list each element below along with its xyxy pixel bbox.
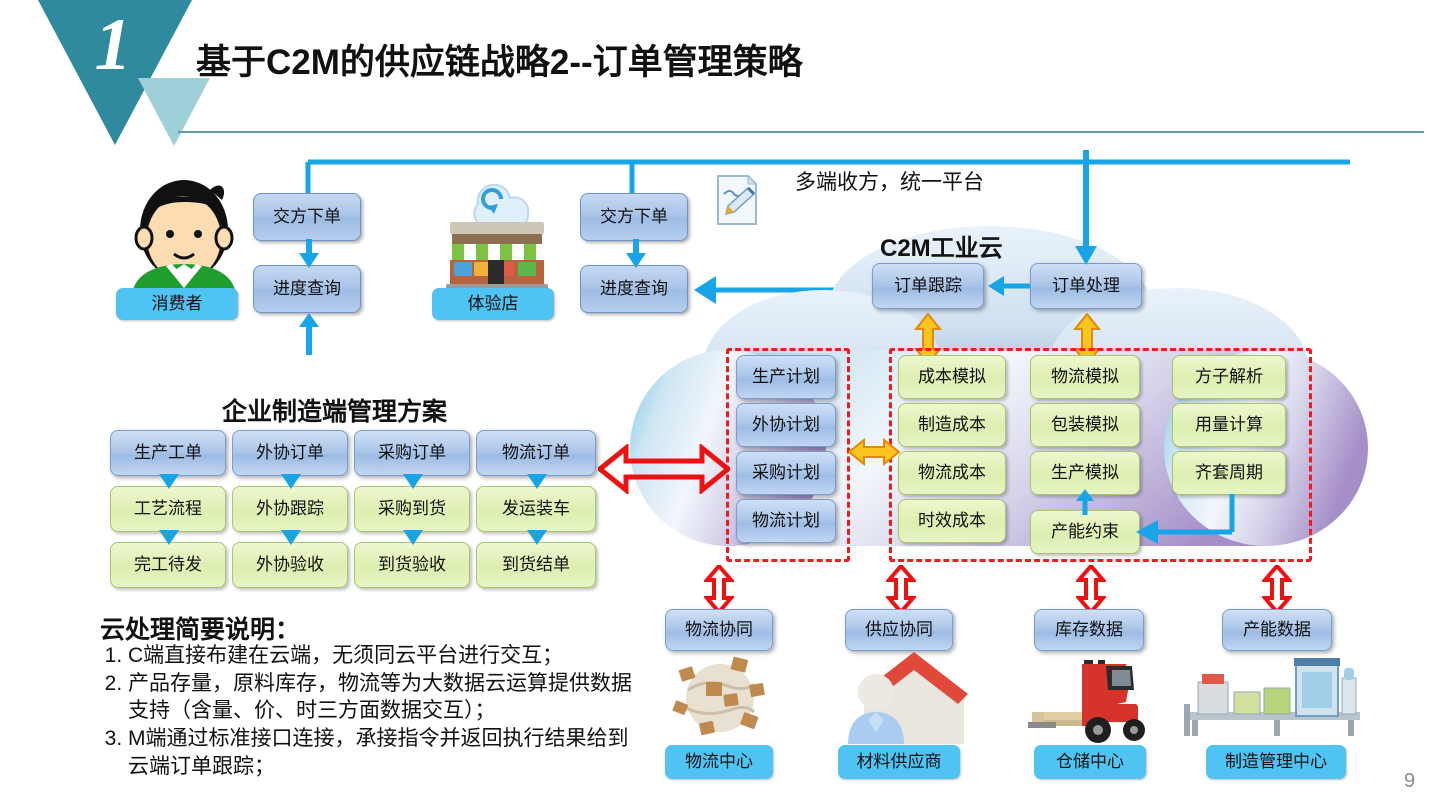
- mfg-head-3[interactable]: 物流订单: [476, 430, 596, 476]
- page-number: 9: [1404, 770, 1416, 792]
- mfg-step-2-0[interactable]: 采购到货: [354, 486, 470, 532]
- mfg-arrow-1-0: [281, 474, 301, 489]
- mfg-step-1-0[interactable]: 外协跟踪: [232, 486, 348, 532]
- partner-tag-2[interactable]: 库存数据: [1034, 609, 1144, 651]
- partner-sync-arrow-2: [1076, 565, 1106, 613]
- multi-channel-note: 多端收方，统一平台: [795, 171, 984, 194]
- cost-item-0[interactable]: 成本模拟: [898, 355, 1006, 399]
- mfg-step-3-1[interactable]: 到货结单: [476, 542, 596, 588]
- cost-item-3[interactable]: 时效成本: [898, 499, 1006, 543]
- cloud-title: C2M工业云: [880, 235, 1003, 262]
- mfg-head-2[interactable]: 采购订单: [354, 430, 470, 476]
- production-line-icon: [1184, 658, 1360, 736]
- partner-sync-arrow-0: [704, 565, 734, 613]
- globe-parcels-icon: [672, 656, 765, 736]
- consumer-label: 消费者: [116, 288, 238, 320]
- mfg-head-0[interactable]: 生产工单: [110, 430, 226, 476]
- page-title: 基于C2M的供应链战略2--订单管理策略: [196, 43, 803, 82]
- partner-name-1: 材料供应商: [838, 745, 960, 779]
- supplier-person-house-icon: [848, 652, 968, 744]
- partner-name-0: 物流中心: [665, 745, 773, 779]
- order-tracking-box[interactable]: 订单跟踪: [872, 263, 984, 309]
- mfg-arrow-0-0: [159, 474, 179, 489]
- plan-item-0[interactable]: 生产计划: [736, 355, 836, 399]
- store-progress-button[interactable]: 进度查询: [580, 265, 688, 313]
- mfg-step-0-1[interactable]: 完工待发: [110, 542, 226, 588]
- store-label: 体验店: [432, 288, 554, 320]
- store-order-to-progress-arrow: [626, 239, 646, 268]
- mfg-step-2-1[interactable]: 到货验收: [354, 542, 470, 588]
- mfg-arrow-1-1: [281, 530, 301, 545]
- partner-sync-arrow-1: [886, 565, 916, 613]
- mfg-step-3-0[interactable]: 发运装车: [476, 486, 596, 532]
- manufacturing-section-title: 企业制造端管理方案: [222, 398, 448, 426]
- mfg-arrow-3-0: [527, 474, 547, 489]
- partner-tag-1[interactable]: 供应协同: [845, 609, 953, 651]
- recipe-item-2[interactable]: 齐套周期: [1172, 451, 1286, 495]
- mfg-head-1[interactable]: 外协订单: [232, 430, 348, 476]
- triangle-small-icon: [138, 78, 210, 146]
- partner-sync-arrow-3: [1262, 565, 1292, 613]
- note-item-1: 产品存量，原料库存，物流等为大数据云运算提供数据支持（含量、价、时三方面数据交互…: [128, 670, 645, 725]
- title-divider: [178, 131, 1424, 133]
- mfg-step-0-0[interactable]: 工艺流程: [110, 486, 226, 532]
- enterprise-cloud-exchange-arrow: [598, 444, 730, 494]
- note-item-2: M端通过标准接口连接，承接指令并返回执行结果给到云端订单跟踪；: [128, 725, 645, 780]
- partner-name-3: 制造管理中心: [1206, 745, 1346, 779]
- plan-item-1[interactable]: 外协计划: [736, 403, 836, 447]
- note-item-0: C端直接布建在云端，无须同云平台进行交互；: [128, 642, 645, 670]
- partner-name-2: 仓储中心: [1034, 745, 1146, 779]
- mfg-step-1-1[interactable]: 外协验收: [232, 542, 348, 588]
- mfg-arrow-2-0: [403, 474, 423, 489]
- capacity-to-production-arrow: [1076, 489, 1094, 515]
- plan-cost-sync-arrow: [848, 437, 900, 467]
- process-to-track-arrow: [988, 276, 1030, 296]
- plan-item-2[interactable]: 采购计划: [736, 451, 836, 495]
- cost-item-2[interactable]: 物流成本: [898, 451, 1006, 495]
- badge-number: 1: [94, 4, 132, 86]
- recipe-item-0[interactable]: 方子解析: [1172, 355, 1286, 399]
- partner-tag-3[interactable]: 产能数据: [1222, 609, 1332, 651]
- store-order-button[interactable]: 交方下单: [580, 193, 688, 241]
- consumer-order-button[interactable]: 交方下单: [253, 193, 361, 241]
- top-connector-bus: [305, 159, 1350, 198]
- slide-number-badge: 1: [38, 0, 238, 150]
- mfg-arrow-2-1: [403, 530, 423, 545]
- consumer-progress-button[interactable]: 进度查询: [253, 265, 361, 313]
- recipe-item-1[interactable]: 用量计算: [1172, 403, 1286, 447]
- notes-title: 云处理简要说明：: [100, 616, 301, 644]
- sim-item-3[interactable]: 产能约束: [1030, 510, 1140, 554]
- cost-item-1[interactable]: 制造成本: [898, 403, 1006, 447]
- forklift-icon: [1028, 660, 1145, 743]
- sim-item-1[interactable]: 包装模拟: [1030, 403, 1140, 447]
- mfg-arrow-3-1: [527, 530, 547, 545]
- sim-item-2[interactable]: 生产模拟: [1030, 451, 1140, 495]
- experience-store-icon: [446, 183, 548, 292]
- consumer-order-to-progress-arrow: [299, 239, 319, 268]
- consumer-avatar-icon: [132, 180, 236, 298]
- plan-group-dashed: [726, 348, 850, 562]
- consumer-progress-return-arrow: [299, 313, 319, 355]
- order-document-icon: [717, 174, 758, 225]
- partner-tag-0[interactable]: 物流协同: [665, 609, 773, 651]
- sim-item-0[interactable]: 物流模拟: [1030, 355, 1140, 399]
- plan-item-3[interactable]: 物流计划: [736, 499, 836, 543]
- recipe-to-capacity-arrow: [1136, 494, 1235, 544]
- mfg-arrow-0-1: [159, 530, 179, 545]
- order-processing-box[interactable]: 订单处理: [1030, 263, 1142, 309]
- inbound-to-order-process-arrow: [1075, 150, 1097, 265]
- notes-block: C端直接布建在云端，无须同云平台进行交互； 产品存量，原料库存，物流等为大数据云…: [100, 642, 645, 781]
